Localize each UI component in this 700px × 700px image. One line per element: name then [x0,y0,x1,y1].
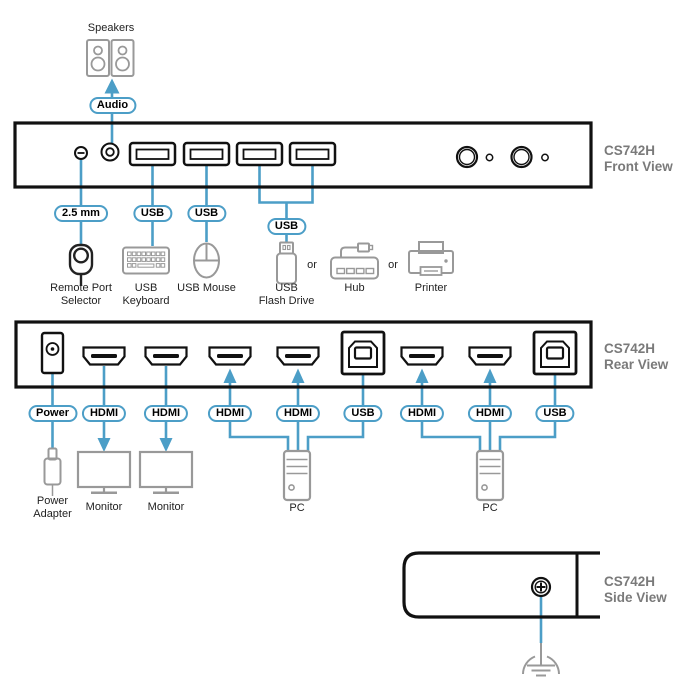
dc-power-jack-icon [40,331,65,375]
keyboard-label-line2: Keyboard [122,295,170,307]
hdmi-port-icon [144,346,188,366]
power-adapter-icon [43,447,62,496]
hdmi-pill-4: HDMI [275,405,321,422]
port-led-2-icon [541,153,549,162]
hdmi-port-icon [276,346,320,366]
port-select-button-2-inner [513,148,530,166]
usb-shared-pill: USB [266,218,307,235]
usb-a-port-icon [235,141,284,167]
side-view-model: CS742H [604,574,656,589]
speakers-label: Speakers [87,22,135,34]
side-panel-outline [402,551,600,619]
pc2-hdmi-a-arrow-up-icon [415,368,429,383]
side-view-name: Side View [604,590,667,605]
rear-ports [40,330,578,376]
pc2-hdmi-b-arrow-up-icon [483,368,497,383]
usb-mouse-icon [193,242,220,279]
audio-arrow-up-icon [104,78,120,94]
side-view-title: CS742H Side View [604,574,667,606]
audio-jack-inner [105,147,115,157]
port-led-1-icon [485,153,494,162]
front-panel-outline [13,121,593,189]
monitor2-arrow-down-icon [159,438,173,452]
front-view-title: CS742H Front View [604,143,673,175]
pc-tower-icon [475,449,505,502]
rear-view-name: Rear View [604,357,669,372]
usb-b-port-icon [532,330,578,376]
peripheral-icons [43,39,505,502]
pc1-hdmi-a-arrow-up-icon [223,368,237,383]
pc1-hdmi-b-arrow-up-icon [291,368,305,383]
printer-icon [408,241,454,276]
grounding-screw-icon [530,576,552,598]
usb-mouse-label: USB Mouse [177,282,236,294]
usb-flash-drive-icon [276,241,297,285]
side-panel [402,551,600,677]
pc1-label: PC [289,502,305,514]
printer-label: Printer [414,282,448,294]
hdmi-pill-3: HDMI [207,405,253,422]
remote-label-line2: Selector [60,295,102,307]
speakers-icon [86,39,135,77]
rear-panel [14,320,593,389]
pc2-label: PC [482,502,498,514]
usb-keyboard-label: USB Keyboard [122,282,169,308]
hub-label: Hub [344,282,365,294]
rear-view-title: CS742H Rear View [604,341,668,373]
cable-arrowheads [97,78,497,452]
hdmi-port-icon [468,346,512,366]
usb-b-port-icon [340,330,386,376]
usb-pill-1: USB [343,405,383,422]
front-view-model: CS742H [604,143,656,158]
front-ports [74,141,549,169]
remote-port-selector-icon [68,243,94,286]
monitor2-label: Monitor [147,501,185,513]
power-pill: Power [27,405,78,422]
remote-label-line1: Remote Port [50,282,112,294]
usb-keyboard-pill: USB [132,205,173,222]
monitor-icon [138,450,194,495]
power-adapter-label-line1: Power [36,495,69,507]
or-label-1: or [307,259,317,271]
hdmi-port-icon [400,346,444,366]
flash-label-line2: Flash Drive [258,295,315,307]
side-panel-fill [404,553,600,617]
keyboard-label-line1: USB [134,282,158,294]
or-label-2: or [388,259,398,271]
hdmi-port-icon [82,346,126,366]
usb-a-port-icon [128,141,177,167]
power-adapter-label: Power Adapter [33,495,72,521]
usb-pill-2: USB [535,405,575,422]
monitor1-arrow-down-icon [97,438,111,452]
front-panel [13,121,593,189]
pc-tower-icon [282,449,312,502]
usb-a-port-icon [288,141,337,167]
power-adapter-label-line2: Adapter [33,508,72,520]
port-select-button-1-inner [458,148,476,166]
usb-flash-drive-label: USB Flash Drive [259,282,315,308]
rear-view-model: CS742H [604,341,656,356]
audio-pill: Audio [88,96,137,114]
flash-label-line1: USB [275,282,298,294]
front-view-name: Front View [604,159,673,174]
monitor-icon [76,450,132,495]
rear-panel-outline [14,320,593,389]
hdmi-port-icon [208,346,252,366]
remote-2_5mm-pill: 2.5 mm [54,205,108,222]
usb-keyboard-icon [122,246,170,275]
monitor1-label: Monitor [85,501,123,513]
hub-icon [330,242,379,280]
hdmi-pill-2: HDMI [143,405,189,422]
remote-port-selector-label: Remote Port Selector [50,282,112,308]
hdmi-pill-1: HDMI [81,405,127,422]
usb-a-port-icon [182,141,231,167]
hdmi-pill-5: HDMI [399,405,445,422]
ground-symbol-icon [522,643,560,677]
hdmi-pill-6: HDMI [467,405,513,422]
usb-mouse-pill: USB [186,205,227,222]
